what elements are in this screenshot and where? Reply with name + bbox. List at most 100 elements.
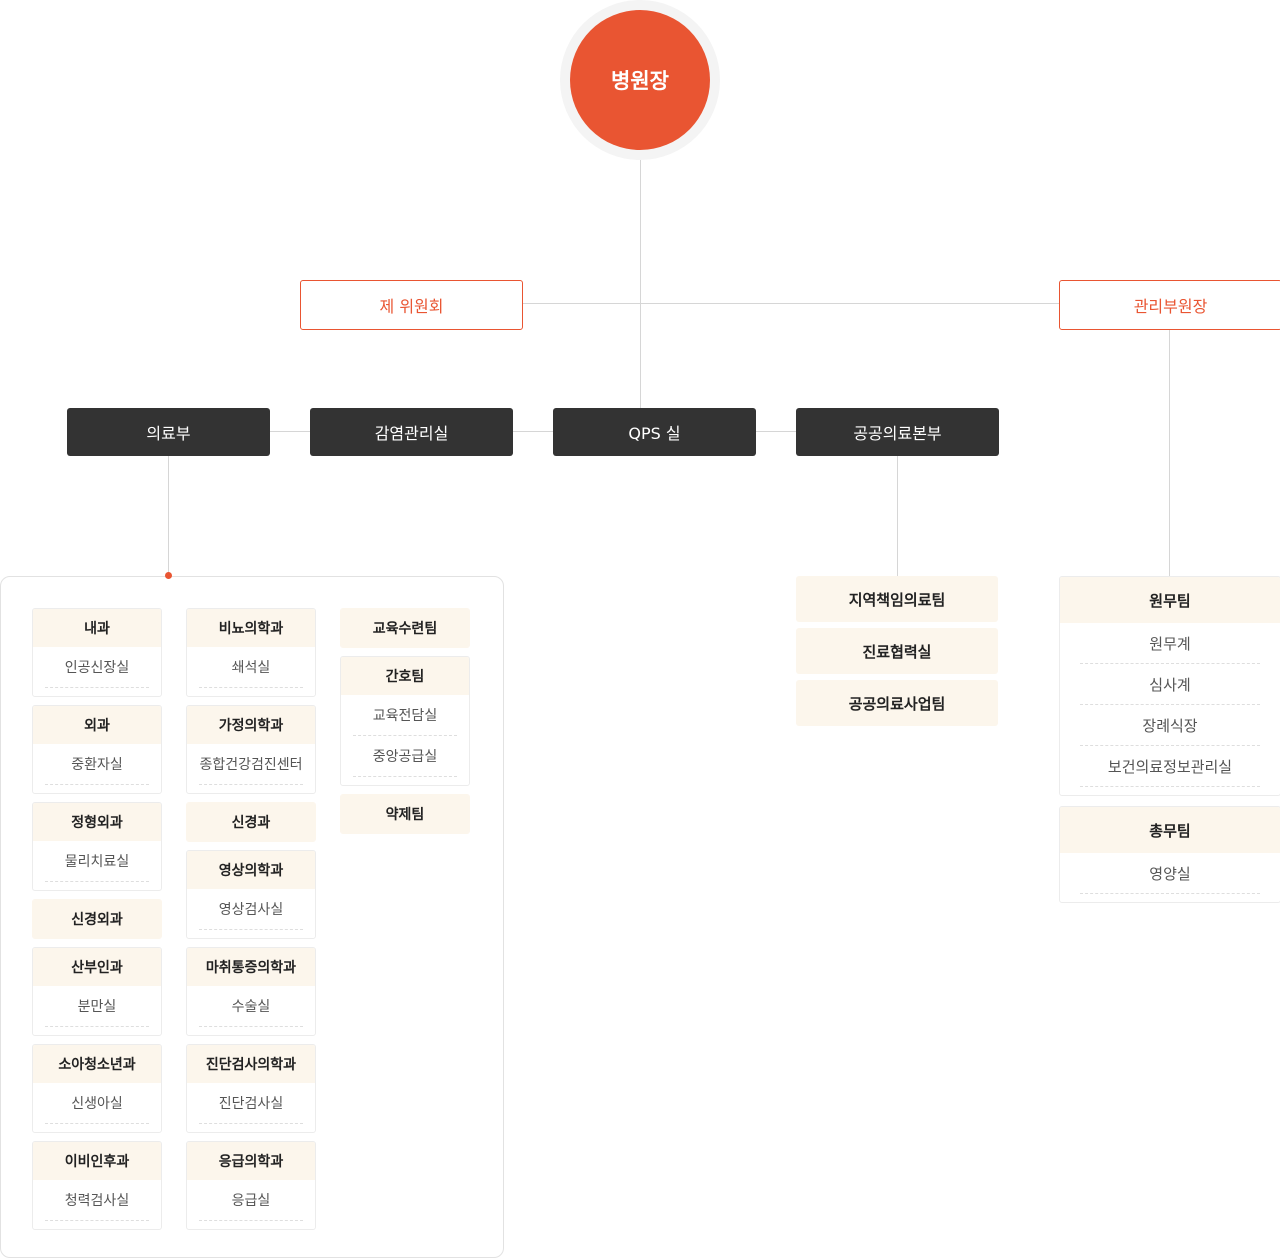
dept-card: 신경과: [186, 802, 316, 842]
dept-card: 신경외과: [32, 899, 162, 939]
dept-label: 공공의료본부: [853, 424, 942, 443]
dept-card-item[interactable]: 분만실: [45, 986, 149, 1027]
dept-card-title[interactable]: 이비인후과: [33, 1142, 161, 1180]
dept-card-body: 수술실: [187, 986, 315, 1035]
root-director-node[interactable]: 병원장: [570, 10, 710, 150]
public-team[interactable]: 지역책임의료팀: [796, 576, 998, 622]
dept-card-item[interactable]: 응급실: [199, 1180, 303, 1221]
dept-card-item[interactable]: 영양실: [1080, 853, 1260, 894]
dept-card-item[interactable]: 중앙공급실: [353, 736, 457, 777]
dept-card-item[interactable]: 종합건강검진센터: [199, 744, 303, 785]
connector-root-trunk: [640, 160, 641, 408]
dept-card-body: 인공신장실: [33, 647, 161, 696]
public-team[interactable]: 진료협력실: [796, 628, 998, 674]
dept-card-item[interactable]: 장례식장: [1080, 705, 1260, 746]
dept-card-item[interactable]: 원무계: [1080, 623, 1260, 664]
dept-card-body: 쇄석실: [187, 647, 315, 696]
dept-card-title[interactable]: 내과: [33, 609, 161, 647]
dept-card-title[interactable]: 산부인과: [33, 948, 161, 986]
dept-card-item[interactable]: 청력검사실: [45, 1180, 149, 1221]
public-team-label: 공공의료사업팀: [848, 694, 946, 713]
dept-label: QPS 실: [628, 424, 681, 443]
medical-connector-dot: [165, 572, 172, 579]
committee-box[interactable]: 제 위원회: [300, 280, 523, 330]
dept-card-title[interactable]: 소아청소년과: [33, 1045, 161, 1083]
dept-card-item[interactable]: 심사계: [1080, 664, 1260, 705]
dept-card-title[interactable]: 약제팀: [341, 795, 469, 833]
dept-card-title[interactable]: 간호팀: [341, 657, 469, 695]
dept-card-title[interactable]: 외과: [33, 706, 161, 744]
vice-director-box[interactable]: 관리부원장: [1059, 280, 1280, 330]
dept-card-item[interactable]: 물리치료실: [45, 841, 149, 882]
vice-director-label: 관리부원장: [1133, 297, 1208, 316]
dept-card: 교육수련팀: [340, 608, 470, 648]
dept-card-item[interactable]: 영상검사실: [199, 889, 303, 930]
dept-card-title[interactable]: 신경외과: [33, 900, 161, 938]
dept-card-title[interactable]: 원무팀: [1060, 577, 1280, 623]
dept-public-medical[interactable]: 공공의료본부: [796, 408, 999, 456]
dept-card-body: 응급실: [187, 1180, 315, 1229]
dept-label: 의료부: [146, 424, 191, 443]
dept-card-body: 분만실: [33, 986, 161, 1035]
dept-label: 감염관리실: [374, 424, 449, 443]
dept-card-body: 청력검사실: [33, 1180, 161, 1229]
dept-card-title[interactable]: 진단검사의학과: [187, 1045, 315, 1083]
connector-medical: [168, 456, 169, 576]
dept-qps[interactable]: QPS 실: [553, 408, 756, 456]
connector-admin: [1169, 327, 1170, 576]
public-team-label: 지역책임의료팀: [848, 590, 946, 609]
connector-committee-admin: [520, 303, 1060, 304]
dept-card-body: 중환자실: [33, 744, 161, 793]
dept-card-title[interactable]: 교육수련팀: [341, 609, 469, 647]
dept-card-title[interactable]: 비뇨의학과: [187, 609, 315, 647]
dept-card-body: 물리치료실: [33, 841, 161, 890]
dept-card-body: 종합건강검진센터: [187, 744, 315, 793]
dept-card-item[interactable]: 인공신장실: [45, 647, 149, 688]
public-team-label: 진료협력실: [862, 642, 932, 661]
dept-medical[interactable]: 의료부: [67, 408, 270, 456]
dept-card-item[interactable]: 수술실: [199, 986, 303, 1027]
connector-departments: [270, 431, 796, 432]
dept-card-item[interactable]: 교육전담실: [353, 695, 457, 736]
dept-card-item[interactable]: 보건의료정보관리실: [1080, 746, 1260, 787]
dept-card-body: 진단검사실: [187, 1083, 315, 1132]
dept-card-title[interactable]: 가정의학과: [187, 706, 315, 744]
dept-card-body: 신생아실: [33, 1083, 161, 1132]
dept-infection-control[interactable]: 감염관리실: [310, 408, 513, 456]
dept-card-item[interactable]: 신생아실: [45, 1083, 149, 1124]
dept-card-item[interactable]: 중환자실: [45, 744, 149, 785]
dept-card-title[interactable]: 응급의학과: [187, 1142, 315, 1180]
dept-card-item[interactable]: 진단검사실: [199, 1083, 303, 1124]
dept-card-title[interactable]: 정형외과: [33, 803, 161, 841]
dept-card-title[interactable]: 총무팀: [1060, 807, 1280, 853]
connector-public: [897, 456, 898, 576]
dept-card-body: 영상검사실: [187, 889, 315, 938]
dept-card-title[interactable]: 마취통증의학과: [187, 948, 315, 986]
public-team[interactable]: 공공의료사업팀: [796, 680, 998, 726]
dept-card-item[interactable]: 쇄석실: [199, 647, 303, 688]
dept-card-title[interactable]: 영상의학과: [187, 851, 315, 889]
dept-card-title[interactable]: 신경과: [187, 803, 315, 841]
dept-card-body: 영양실: [1060, 853, 1280, 902]
committee-label: 제 위원회: [379, 297, 444, 316]
